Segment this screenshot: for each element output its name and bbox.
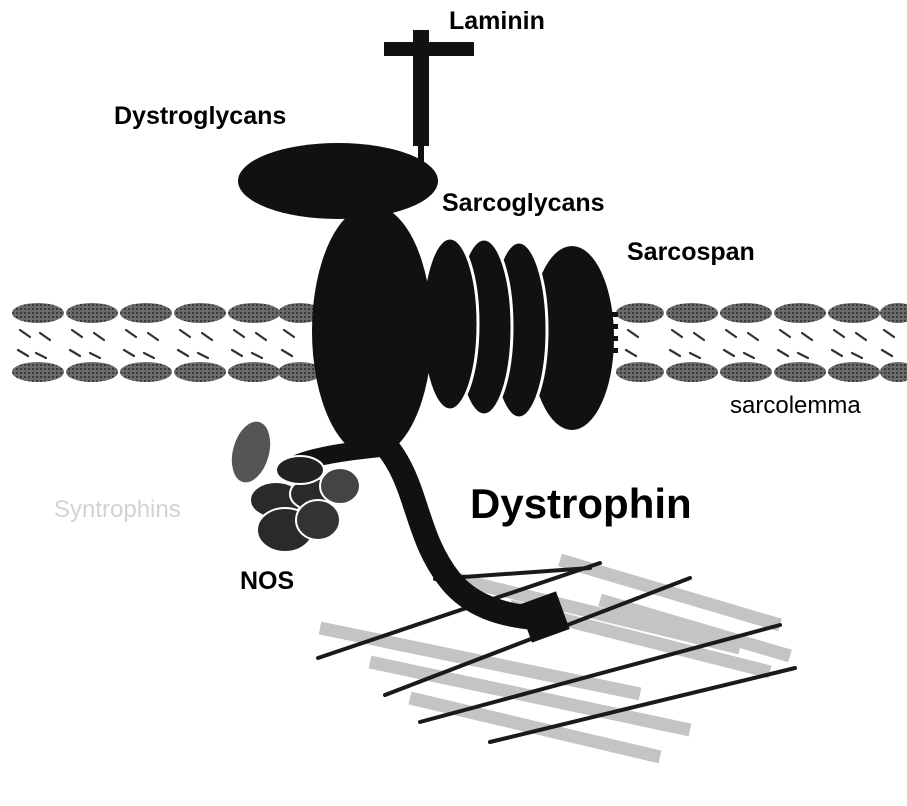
dystrophin-label: Dystrophin: [470, 483, 692, 525]
sarcoglycans-shape: [422, 238, 547, 418]
nos-label: NOS: [240, 569, 294, 594]
actin-filaments: [318, 560, 795, 757]
dystroglycans-label: Dystroglycans: [114, 104, 286, 129]
actin-dark-strands: [318, 563, 795, 742]
sarcolemma-label: sarcolemma: [730, 394, 861, 418]
dystroglycans-shape: [238, 143, 438, 219]
laminin-shape: [384, 30, 474, 162]
sarcoglycans-label: Sarcoglycans: [442, 191, 605, 216]
syntrophins-label: Syntrophins: [54, 498, 181, 522]
laminin-label: Laminin: [449, 9, 545, 34]
sarcospan-label: Sarcospan: [627, 240, 755, 265]
